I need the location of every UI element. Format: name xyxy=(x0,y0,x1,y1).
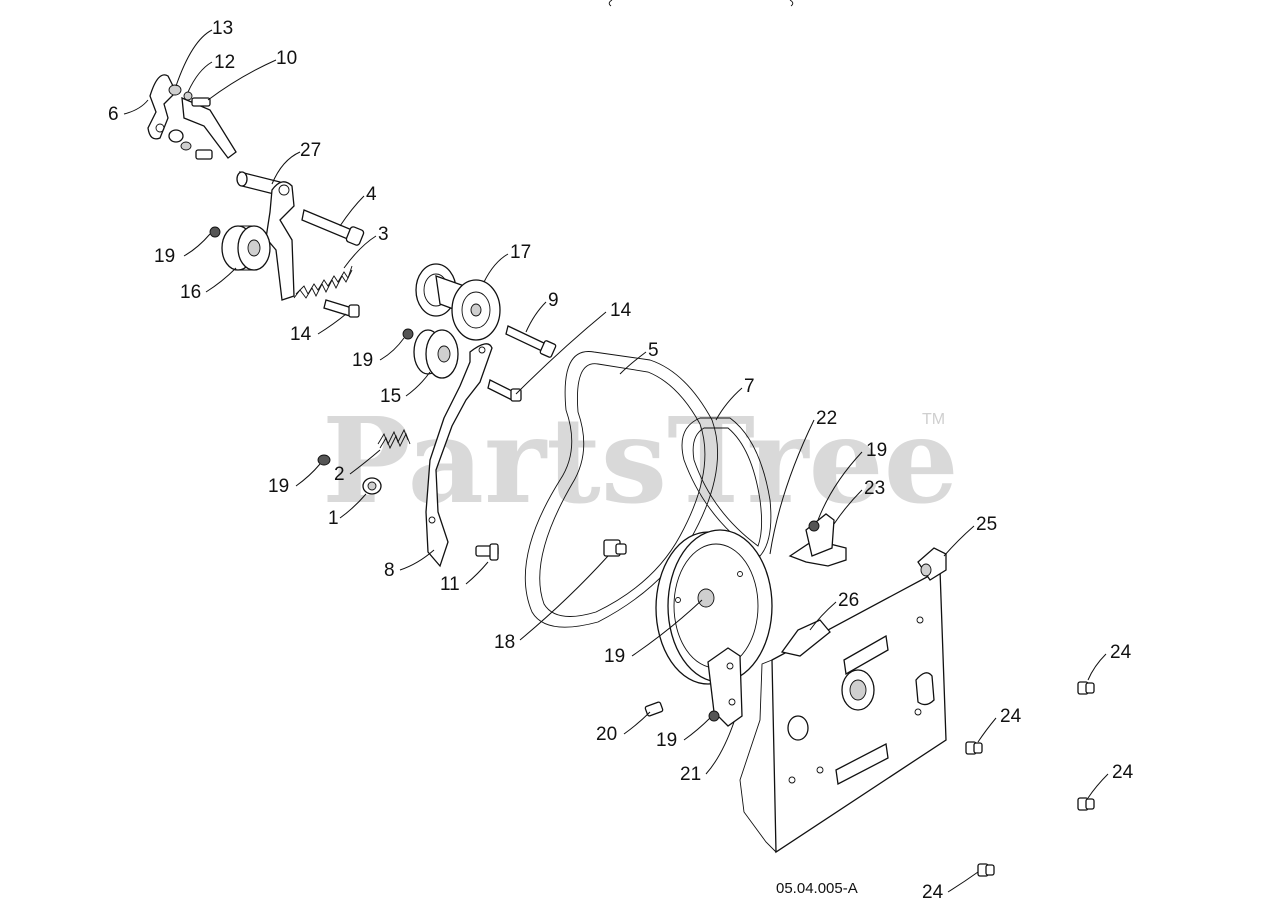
callout-12: 12 xyxy=(214,52,235,73)
callout-15: 15 xyxy=(380,386,401,407)
callout-8: 8 xyxy=(384,560,395,581)
part-7-belt xyxy=(681,417,772,557)
part-4-bolt xyxy=(301,209,365,246)
callout-19: 19 xyxy=(154,246,175,267)
part-25-bushing xyxy=(917,547,947,581)
part-11-bolt xyxy=(475,543,499,561)
watermark: PartsTree TM xyxy=(322,391,959,530)
callout-18: 18 xyxy=(494,632,515,653)
callout-24: 24 xyxy=(1110,642,1132,663)
part-14-bolt-left xyxy=(323,299,360,318)
part-23-bracket xyxy=(788,513,847,567)
watermark-text: PartsTree xyxy=(322,391,959,530)
callout-4: 4 xyxy=(366,184,377,205)
callout-1: 1 xyxy=(328,508,339,529)
watermark-tm: TM xyxy=(922,411,945,428)
clipped-title-fragment xyxy=(608,0,794,7)
callout-19: 19 xyxy=(352,350,373,371)
callout-16: 16 xyxy=(180,282,201,303)
callout-11: 11 xyxy=(440,574,460,595)
part-9-bolt xyxy=(505,325,557,358)
callout-20: 20 xyxy=(596,724,617,745)
callout-19: 19 xyxy=(866,440,887,461)
callout-19: 19 xyxy=(656,730,677,751)
callout-19: 19 xyxy=(604,646,625,667)
part-18-bolt xyxy=(603,539,627,557)
part-16-idler-pulley xyxy=(209,225,271,271)
part-2-spring xyxy=(317,428,411,495)
part-15-pulley xyxy=(402,328,459,379)
part-5-belt xyxy=(524,351,719,628)
part-shift-linkage xyxy=(147,74,237,160)
callout-27: 27 xyxy=(300,140,321,161)
part-24-bolts xyxy=(965,681,1095,877)
callout-26: 26 xyxy=(838,590,859,611)
callout-25: 25 xyxy=(976,514,997,535)
part-8-brake-arm xyxy=(425,343,493,568)
callout-22: 22 xyxy=(816,408,837,429)
callout-19: 19 xyxy=(268,476,289,497)
callout-10: 10 xyxy=(276,48,297,69)
callout-23: 23 xyxy=(864,478,885,499)
callout-24: 24 xyxy=(922,882,944,903)
callout-6: 6 xyxy=(108,104,119,125)
callout-24: 24 xyxy=(1000,706,1022,727)
part-14-bolt-right xyxy=(487,379,522,402)
part-idler-arm xyxy=(236,171,295,301)
callout-3: 3 xyxy=(378,224,389,245)
drawing-code: 05.04.005-A xyxy=(776,880,858,897)
callouts: 13 12 10 6 27 4 3 19 16 17 14 9 14 19 15… xyxy=(108,18,1134,903)
part-3-spring xyxy=(293,265,353,299)
part-26-plate xyxy=(739,568,947,854)
part-17-double-pulley xyxy=(415,263,501,341)
callout-17: 17 xyxy=(510,242,531,263)
callout-24: 24 xyxy=(1112,762,1134,783)
callout-9: 9 xyxy=(548,290,559,311)
part-22-drive-pulley xyxy=(655,529,773,685)
callout-14: 14 xyxy=(290,324,312,345)
callout-5: 5 xyxy=(648,340,659,361)
callout-13: 13 xyxy=(212,18,233,39)
callout-7: 7 xyxy=(744,376,755,397)
callout-14: 14 xyxy=(610,300,632,321)
callout-2: 2 xyxy=(334,464,345,485)
part-21-bracket xyxy=(707,647,743,727)
callout-21: 21 xyxy=(680,764,701,785)
